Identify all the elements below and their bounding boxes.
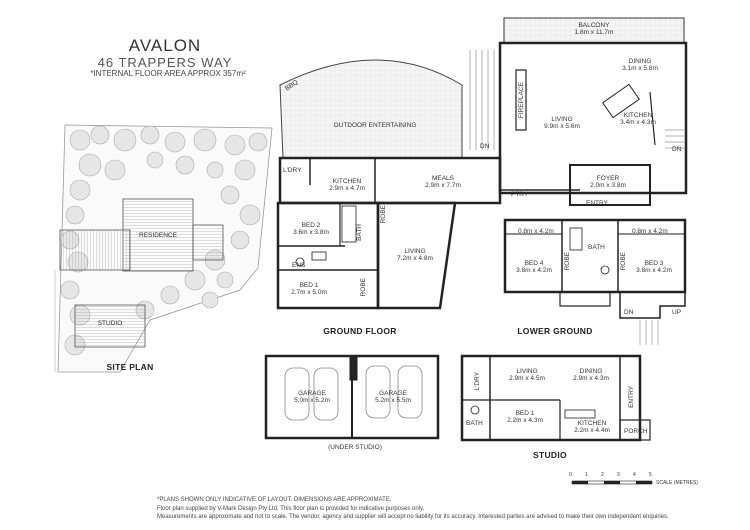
site-studio-label: STUDIO	[97, 320, 123, 327]
disclaimer-line-2: Floor plan supplied by V-Mark Design Pty…	[157, 506, 425, 512]
lg-robe2-label: ROBE	[620, 252, 627, 271]
entry-label: ENTRY	[586, 200, 608, 207]
floor-area-note: *INTERNAL FLOOR AREA APPROX 357m²	[90, 69, 246, 78]
studio-section-label: STUDIO	[533, 450, 567, 460]
scale-tick: 3	[617, 472, 620, 478]
site-plan	[54, 124, 273, 373]
lower-ground-label: LOWER GROUND	[517, 326, 593, 336]
studio-entry-label: ENTRY	[628, 386, 635, 408]
down-stairs-label: DN	[480, 143, 490, 150]
site-plan-label: SITE PLAN	[106, 362, 154, 372]
robe1-label: ROBE	[380, 205, 387, 224]
lg-bath-label: BATH	[588, 244, 605, 251]
ground-floor-plan	[276, 17, 688, 310]
scale-tick: 0	[569, 472, 572, 478]
lg-ext1-label: 0.8m x 4.2m	[518, 228, 554, 235]
scale-label: SCALE (METRES)	[656, 480, 698, 486]
property-title: AVALON	[128, 36, 202, 55]
lg-robe1-label: ROBE	[564, 252, 571, 271]
scale-tick: 4	[633, 472, 636, 478]
outdoor-entertaining-label: OUTDOOR ENTERTAINING	[333, 122, 417, 129]
pantry-label: PTRY	[511, 191, 529, 198]
ensuite-label: ENS	[292, 262, 306, 269]
disclaimer-line-1: *PLANS SHOWN ONLY INDICATIVE OF LAYOUT. …	[157, 497, 392, 503]
lg-up-label: UP	[672, 309, 682, 316]
robe2-label: ROBE	[360, 278, 367, 297]
laundry-label: L'DRY	[283, 167, 302, 174]
studio-laundry-label: L'DRY	[474, 372, 481, 391]
studio-porch-label: PORCH	[624, 428, 648, 435]
studio-plan	[460, 354, 651, 442]
garage-plan	[264, 354, 440, 440]
scale-bar	[571, 480, 653, 485]
property-address: 46 TRAPPERS WAY	[97, 55, 233, 70]
studio-bath-label: BATH	[466, 420, 483, 427]
disclaimer-line-3: Measurements are approximate and not to …	[157, 514, 669, 520]
scale-tick: 5	[649, 472, 652, 478]
scale-tick: 1	[585, 472, 588, 478]
under-studio-label: (UNDER STUDIO)	[328, 444, 382, 451]
bath-label: BATH	[356, 224, 363, 241]
lg-ext2-label: 0.8m x 4.2m	[632, 228, 668, 235]
fireplace-label: FIREPLACE	[518, 82, 525, 119]
lg-down-label: DN	[624, 309, 634, 316]
lower-ground-plan	[503, 218, 687, 345]
ground-floor-label: GROUND FLOOR	[323, 326, 397, 336]
site-residence-label: RESIDENCE	[139, 232, 177, 239]
down-stairs-right-label: DN	[672, 146, 682, 153]
scale-tick: 2	[601, 472, 604, 478]
